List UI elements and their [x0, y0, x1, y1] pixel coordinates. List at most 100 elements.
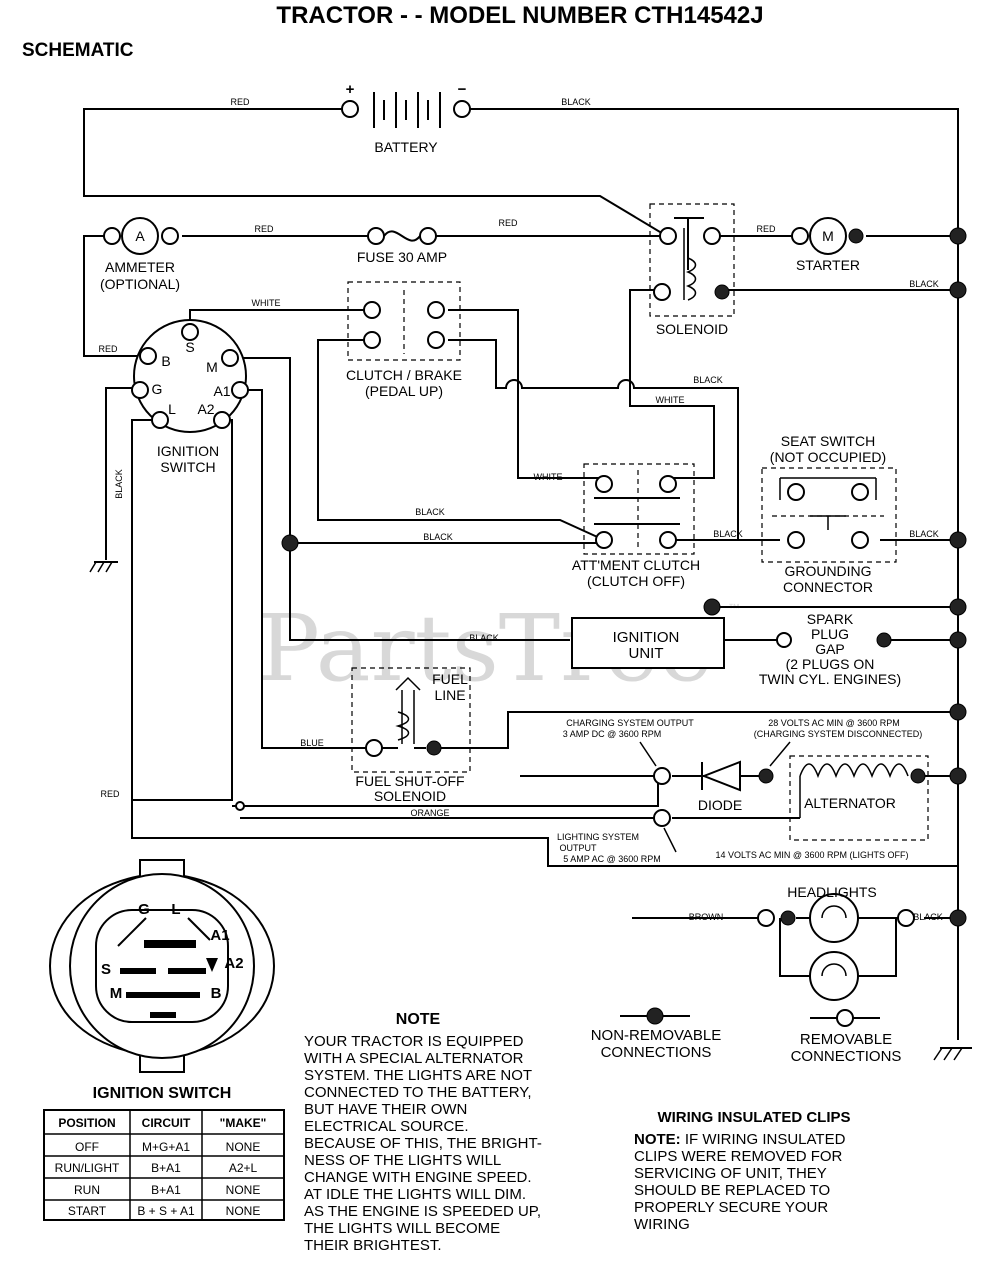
- clips-block: WIRING INSULATED CLIPS NOTE: IF WIRING I…: [634, 1109, 851, 1233]
- spark-plug-line5: TWIN CYL. ENGINES): [759, 671, 901, 687]
- headlights-label: HEADLIGHTS: [787, 884, 876, 900]
- ignition-terminal-g: G: [152, 381, 163, 397]
- table-row-3-circuit: B+A1: [151, 1183, 181, 1197]
- note-line-8: NESS OF THE LIGHTS WILL: [304, 1152, 501, 1169]
- fuse-label: FUSE 30 AMP: [357, 249, 447, 265]
- wire-label-black-8: BLACK: [469, 633, 499, 643]
- ammeter-sublabel: (OPTIONAL): [100, 276, 180, 292]
- note-block: NOTE YOUR TRACTOR IS EQUIPPED WITH A SPE…: [304, 1011, 542, 1254]
- wire-label-white-3: WHITE: [534, 472, 563, 482]
- ignition-switch-face: G L A1 A2 S M B IGNITION SWITCH: [48, 859, 276, 1102]
- fuel-solenoid-sublabel: SOLENOID: [374, 788, 446, 804]
- clutch-brake-label: CLUTCH / BRAKE: [346, 367, 462, 383]
- table-row-1-position: OFF: [75, 1140, 99, 1154]
- lighting-volts: 14 VOLTS AC MIN @ 3600 RPM (LIGHTS OFF): [715, 850, 908, 860]
- spark-plug-line1: SPARK: [807, 611, 854, 627]
- seat-switch-sublabel: (NOT OCCUPIED): [770, 449, 886, 465]
- table-row-1-make: NONE: [226, 1140, 261, 1154]
- spark-plug-line4: (2 PLUGS ON: [786, 656, 875, 672]
- grounding-connector-label: GROUNDING: [784, 563, 871, 579]
- ignition-terminal-b: B: [161, 353, 170, 369]
- wiring: [83, 108, 972, 1061]
- starter-label: STARTER: [796, 257, 860, 273]
- wire-label-red-5: RED: [100, 789, 120, 799]
- ignition-terminal-m: M: [206, 359, 218, 375]
- wire-label-red: RED: [254, 224, 274, 234]
- battery-wire-black: BLACK: [561, 97, 591, 107]
- attachment-clutch-label: ATT'MENT CLUTCH: [572, 557, 700, 573]
- battery-wire-red: RED: [230, 97, 250, 107]
- ignition-switch-table: POSITION CIRCUIT "MAKE" OFF M+G+A1 NONE …: [43, 1109, 285, 1221]
- fuel-line-label: FUEL: [432, 671, 468, 687]
- charging-output-line2: 3 AMP DC @ 3600 RPM: [563, 729, 662, 739]
- clips-line-6: WIRING: [634, 1216, 690, 1233]
- clips-note-label: NOTE:: [634, 1131, 681, 1148]
- ignition-terminal-a1: A1: [213, 383, 230, 399]
- note-line-1: YOUR TRACTOR IS EQUIPPED: [304, 1033, 524, 1050]
- bus-nodes: [235, 227, 967, 927]
- fuse: FUSE 30 AMP RED: [357, 218, 518, 265]
- legend-removable-line2: CONNECTIONS: [791, 1048, 902, 1065]
- fuel-line-sublabel: LINE: [434, 687, 465, 703]
- spark-plug: SPARK PLUG GAP (2 PLUGS ON TWIN CYL. ENG…: [759, 611, 901, 687]
- charging-volts-line1: 28 VOLTS AC MIN @ 3600 RPM: [768, 718, 900, 728]
- switch-face-title: IGNITION SWITCH: [93, 1085, 232, 1102]
- wire-label-black-2: BLACK: [114, 469, 124, 499]
- note-heading: NOTE: [396, 1011, 441, 1028]
- clips-line-2: CLIPS WERE REMOVED FOR: [634, 1148, 843, 1165]
- table-row-3-position: RUN: [74, 1183, 100, 1197]
- alternator: ALTERNATOR: [789, 755, 929, 841]
- wire-label-blue: BLUE: [300, 738, 324, 748]
- wire-label-red-2: RED: [498, 218, 518, 228]
- ignition-switch-label: IGNITION: [157, 443, 219, 459]
- ignition-switch-sublabel: SWITCH: [160, 459, 215, 475]
- switch-face-m: M: [110, 985, 123, 1002]
- page-title: TRACTOR - - MODEL NUMBER CTH14542J: [276, 2, 763, 29]
- wire-label-red-4: RED: [98, 344, 118, 354]
- clips-line-1: NOTE: IF WIRING INSULATED: [634, 1131, 846, 1148]
- clutch-brake-switch: CLUTCH / BRAKE (PEDAL UP) BLACK WHITE: [346, 281, 723, 405]
- starter-symbol: M: [822, 228, 834, 244]
- table-row-1-circuit: M+G+A1: [142, 1140, 190, 1154]
- clips-heading: WIRING INSULATED CLIPS: [657, 1109, 850, 1126]
- wire-label-black-1: BLACK: [909, 279, 939, 289]
- attachment-clutch-sublabel: (CLUTCH OFF): [587, 573, 685, 589]
- legend-nonremovable-line2: CONNECTIONS: [601, 1044, 712, 1061]
- table-header-circuit: CIRCUIT: [142, 1116, 191, 1130]
- ignition-terminal-l: L: [168, 401, 176, 417]
- lighting-line2: OUTPUT: [560, 843, 598, 853]
- note-line-2: WITH A SPECIAL ALTERNATOR: [304, 1050, 524, 1067]
- note-line-6: ELECTRICAL SOURCE.: [304, 1118, 468, 1135]
- alternator-label: ALTERNATOR: [804, 795, 896, 811]
- switch-face-l: L: [171, 901, 180, 918]
- note-line-13: THEIR BRIGHTEST.: [304, 1237, 442, 1254]
- switch-face-a1: A1: [210, 927, 229, 944]
- table-row-4-circuit: B + S + A1: [137, 1204, 195, 1218]
- charging-system: CHARGING SYSTEM OUTPUT 3 AMP DC @ 3600 R…: [563, 718, 922, 785]
- clips-line-4: SHOULD BE REPLACED TO: [634, 1182, 830, 1199]
- wire-label-black-6: BLACK: [415, 507, 445, 517]
- wire-label-black-9: BLACK: [913, 912, 943, 922]
- page-subtitle: SCHEMATIC: [22, 40, 134, 61]
- table-row-2-make: A2+L: [229, 1161, 258, 1175]
- spark-plug-line3: GAP: [815, 641, 845, 657]
- note-line-7: BECAUSE OF THIS, THE BRIGHT-: [304, 1135, 542, 1152]
- diode: DIODE: [698, 760, 742, 813]
- ignition-unit-label: IGNITION: [613, 629, 680, 646]
- clips-line-5: PROPERLY SECURE YOUR: [634, 1199, 828, 1216]
- headlights: HEADLIGHTS BROWN BLACK: [689, 884, 943, 1001]
- clips-line-3: SERVICING OF UNIT, THEY: [634, 1165, 827, 1182]
- ignition-terminal-a2: A2: [197, 401, 214, 417]
- note-line-10: AT IDLE THE LIGHTS WILL DIM.: [304, 1186, 526, 1203]
- attachment-clutch-switch: ATT'MENT CLUTCH (CLUTCH OFF) WHITE BLACK…: [415, 463, 700, 589]
- note-line-12: THE LIGHTS WILL BECOME: [304, 1220, 500, 1237]
- clips-line-1-text: IF WIRING INSULATED: [681, 1131, 846, 1148]
- switch-face-s: S: [101, 961, 111, 978]
- note-line-3: SYSTEM. THE LIGHTS ARE NOT: [304, 1067, 532, 1084]
- wire-label-white-1: WHITE: [252, 298, 281, 308]
- starter: M STARTER: [791, 217, 864, 273]
- solenoid-label: SOLENOID: [656, 321, 728, 337]
- ammeter-label: AMMETER: [105, 259, 175, 275]
- fuel-solenoid-label: FUEL SHUT-OFF: [355, 773, 464, 789]
